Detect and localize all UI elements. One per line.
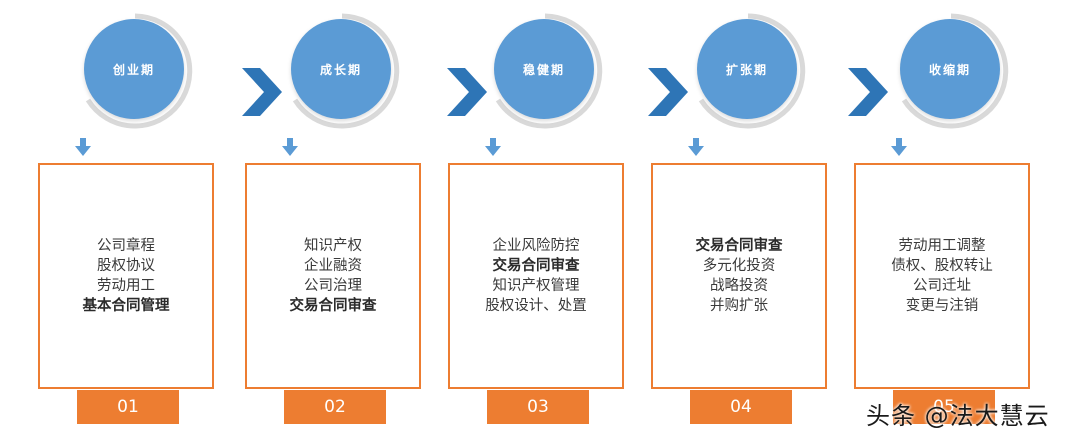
stage-content-box: 交易合同审查多元化投资战略投资并购扩张	[651, 163, 827, 389]
stage-item: 交易合同审查	[289, 298, 377, 314]
stage-ring	[292, 13, 400, 129]
down-arrow-icon	[75, 138, 91, 156]
stage-item: 战略投资	[710, 278, 768, 294]
stage-ring	[901, 13, 1009, 129]
watermark: 头条 @法大慧云	[866, 402, 1050, 430]
stage-item: 股权协议	[97, 258, 155, 274]
stage-item: 多元化投资	[702, 258, 776, 274]
stage-item: 债权、股权转让	[891, 258, 993, 274]
stage-content-box: 企业风险防控交易合同审查知识产权管理股权设计、处置	[448, 163, 624, 389]
stage-title-circle: 稳健期	[494, 19, 594, 119]
stage-item: 公司章程	[97, 238, 155, 254]
stage-title-circle: 成长期	[291, 19, 391, 119]
stage-item: 交易合同审查	[695, 238, 783, 254]
stage-item: 企业融资	[304, 258, 362, 274]
stage-ring	[698, 13, 806, 129]
stage-content-box: 公司章程股权协议劳动用工基本合同管理	[38, 163, 214, 389]
stage-number-tab: 05	[893, 390, 995, 424]
stage-item: 知识产权	[304, 238, 362, 254]
stage-content-box: 劳动用工调整债权、股权转让公司迁址变更与注销	[854, 163, 1030, 389]
stage-item: 企业风险防控	[492, 238, 580, 254]
stage-item: 公司迁址	[913, 278, 971, 294]
stage-title-circle: 扩张期	[697, 19, 797, 119]
stage-item: 股权设计、处置	[485, 298, 587, 314]
stage-ring	[85, 13, 193, 129]
stage-number-tab: 02	[284, 390, 386, 424]
stage-title-circle: 创业期	[84, 19, 184, 119]
stage-item: 劳动用工调整	[898, 238, 986, 254]
stage-ring	[495, 13, 603, 129]
stage-title-circle: 收缩期	[900, 19, 1000, 119]
down-arrow-icon	[891, 138, 907, 156]
stage-item: 交易合同审查	[492, 258, 580, 274]
stage-item: 变更与注销	[905, 298, 979, 314]
down-arrow-icon	[282, 138, 298, 156]
stage-number-tab: 04	[690, 390, 792, 424]
chevron-right-icon	[242, 68, 282, 116]
down-arrow-icon	[688, 138, 704, 156]
down-arrow-icon	[485, 138, 501, 156]
stage-item: 并购扩张	[710, 298, 768, 314]
chevron-right-icon	[848, 68, 888, 116]
stage-item: 劳动用工	[97, 278, 155, 294]
stage-number-tab: 03	[487, 390, 589, 424]
stage-number-tab: 01	[77, 390, 179, 424]
chevron-right-icon	[447, 68, 487, 116]
chevron-right-icon	[648, 68, 688, 116]
stage-content-box: 知识产权企业融资公司治理交易合同审查	[245, 163, 421, 389]
stage-item: 知识产权管理	[492, 278, 580, 294]
stage-item: 公司治理	[304, 278, 362, 294]
stage-item: 基本合同管理	[82, 298, 170, 314]
